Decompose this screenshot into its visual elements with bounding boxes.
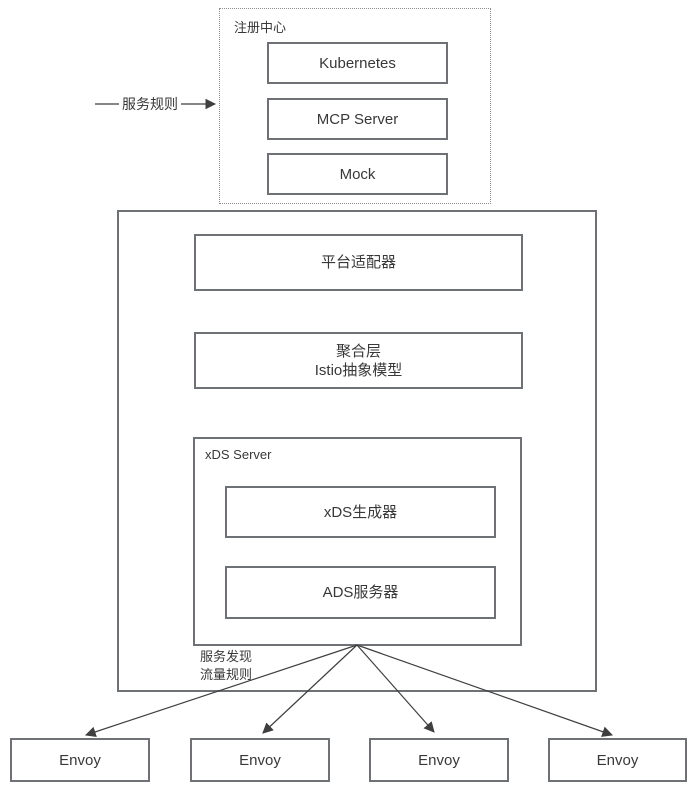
envoy-label-3: Envoy xyxy=(418,751,460,769)
aggregation-line1: 聚合层 xyxy=(335,342,381,360)
ads-server-box: ADS服务器 xyxy=(225,566,496,619)
xds-server-title: xDS Server xyxy=(205,447,272,462)
discovery-label-line1: 服务发现 xyxy=(200,649,253,664)
envoy-box-3: Envoy xyxy=(369,738,509,782)
mock-box: Mock xyxy=(267,153,448,195)
platform-adapter-label: 平台适配器 xyxy=(320,254,396,271)
envoy-label-2: Envoy xyxy=(239,751,281,769)
registry-center-title: 注册中心 xyxy=(234,20,287,35)
mcp-server-box: MCP Server xyxy=(267,98,448,140)
mcp-server-label: MCP Server xyxy=(316,110,399,128)
mock-label: Mock xyxy=(339,165,376,183)
aggregation-line2: Istio抽象模型 xyxy=(314,361,403,379)
discovery-label-line2: 流量规则 xyxy=(200,667,253,682)
service-rules-label: 服务规则 xyxy=(119,94,181,114)
envoy-box-1: Envoy xyxy=(10,738,150,782)
xds-generator-label: xDS生成器 xyxy=(323,503,398,521)
envoy-box-4: Envoy xyxy=(548,738,687,782)
aggregation-layer-box: 聚合层 Istio抽象模型 xyxy=(194,332,523,389)
kubernetes-box: Kubernetes xyxy=(267,42,448,84)
discovery-rules-label: 服务发现 流量规则 xyxy=(200,648,252,684)
envoy-label-1: Envoy xyxy=(59,751,101,769)
xds-generator-box: xDS生成器 xyxy=(225,486,496,538)
registry-center-group: 注册中心 Kubernetes MCP Server Mock xyxy=(219,8,491,204)
pilot-group: 平台适配器 聚合层 Istio抽象模型 xDS Server xDS生成器 AD… xyxy=(117,210,597,692)
xds-server-group: xDS Server xDS生成器 ADS服务器 xyxy=(193,437,522,646)
kubernetes-label: Kubernetes xyxy=(319,54,396,72)
ads-server-label: ADS服务器 xyxy=(322,584,399,601)
platform-adapter-box: 平台适配器 xyxy=(194,234,523,291)
envoy-box-2: Envoy xyxy=(190,738,330,782)
aggregation-layer-label: 聚合层 Istio抽象模型 xyxy=(315,342,403,380)
envoy-label-4: Envoy xyxy=(596,751,639,769)
